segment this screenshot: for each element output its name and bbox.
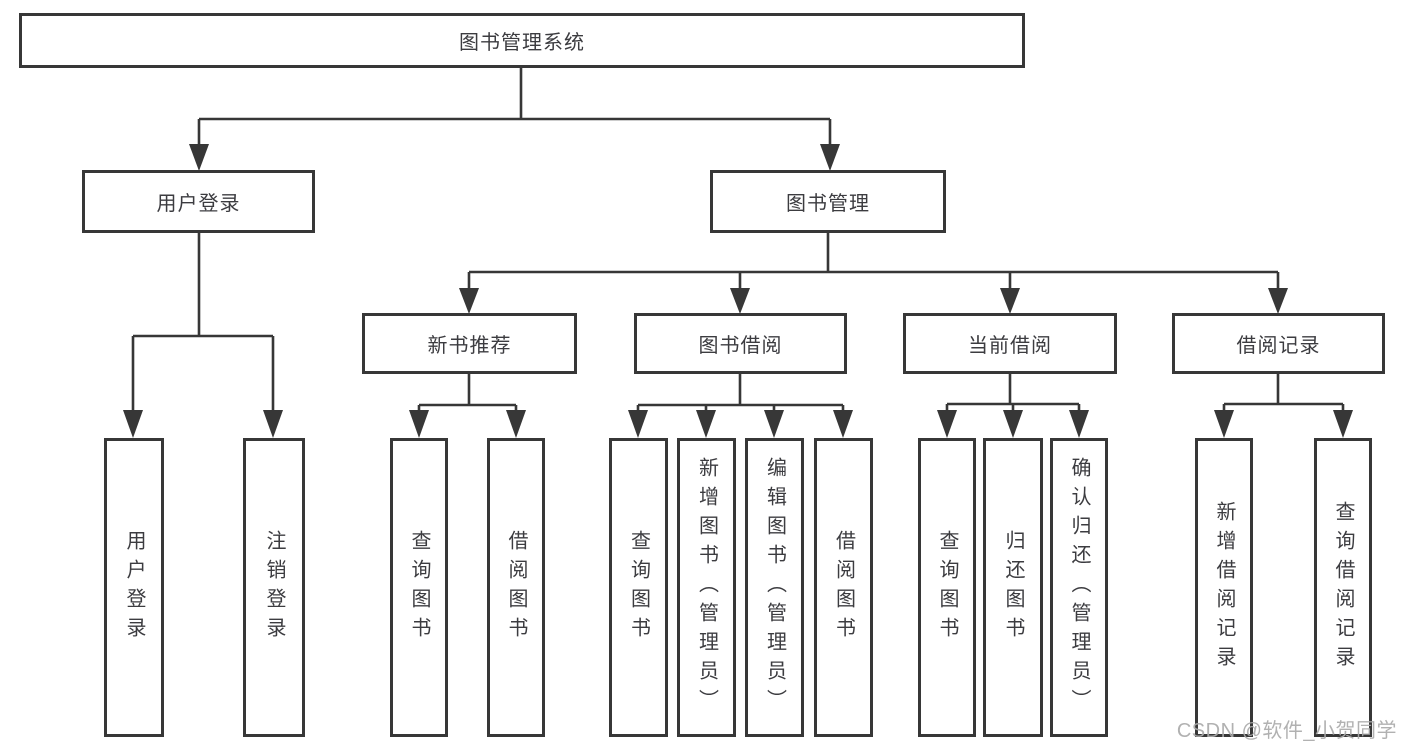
watermark: CSDN @软件_小贺同学 [1176, 720, 1397, 742]
leaf-borrow-books: 借阅图书 [814, 438, 873, 737]
branch-current-borrow [937, 374, 1089, 438]
leaf-query-books-borrow-label: 查询图书 [627, 529, 650, 646]
node-user-login: 用户登录 [82, 170, 315, 233]
branch-new-book-recommend [409, 374, 526, 438]
leaf-logout-label: 注销登录 [263, 529, 285, 646]
leaf-query-borrow-record-label: 查询借阅记录 [1332, 500, 1354, 675]
leaf-query-borrow-record: 查询借阅记录 [1314, 438, 1372, 737]
branch-book-management [459, 233, 1288, 314]
node-book-management-label: 图书管理 [786, 193, 870, 215]
leaf-edit-book-admin-label: 编辑图书（管理员） [763, 457, 786, 718]
leaf-confirm-return-admin-label: 确认归还（管理员） [1068, 457, 1090, 718]
leaf-borrow-books-label: 借阅图书 [832, 529, 855, 646]
node-book-management: 图书管理 [710, 170, 946, 233]
leaf-query-books-recommend: 查询图书 [390, 438, 448, 737]
leaf-user-login: 用户登录 [104, 438, 164, 737]
node-borrow-records: 借阅记录 [1172, 313, 1385, 374]
leaf-add-borrow-record: 新增借阅记录 [1195, 438, 1253, 737]
leaf-user-login-label: 用户登录 [123, 529, 145, 646]
leaf-borrow-books-recommend-label: 借阅图书 [505, 529, 527, 646]
node-book-borrow-label: 图书借阅 [698, 335, 783, 357]
node-book-borrow: 图书借阅 [634, 313, 847, 374]
node-root-label: 图书管理系统 [459, 32, 585, 54]
node-user-login-label: 用户登录 [156, 193, 241, 215]
leaf-edit-book-admin: 编辑图书（管理员） [745, 438, 804, 737]
leaf-query-books-borrow: 查询图书 [609, 438, 668, 737]
leaf-confirm-return-admin: 确认归还（管理员） [1050, 438, 1108, 737]
leaf-return-books-label: 归还图书 [1002, 529, 1024, 646]
leaf-query-books-current-label: 查询图书 [936, 529, 958, 646]
leaf-add-borrow-record-label: 新增借阅记录 [1213, 500, 1235, 675]
leaf-borrow-books-recommend: 借阅图书 [487, 438, 545, 737]
branch-book-borrow [628, 374, 853, 438]
node-new-book-recommend: 新书推荐 [362, 313, 577, 374]
branch-root-to-level2 [189, 68, 840, 171]
node-borrow-records-label: 借阅记录 [1236, 335, 1321, 357]
node-root: 图书管理系统 [19, 13, 1025, 68]
leaf-query-books-current: 查询图书 [918, 438, 976, 737]
leaf-logout: 注销登录 [243, 438, 305, 737]
leaf-add-book-admin: 新增图书（管理员） [677, 438, 736, 737]
leaf-return-books: 归还图书 [983, 438, 1043, 737]
node-current-borrow: 当前借阅 [903, 313, 1117, 374]
branch-user-login [123, 233, 283, 438]
leaf-add-book-admin-label: 新增图书（管理员） [695, 457, 718, 718]
branch-borrow-records [1214, 374, 1353, 438]
node-new-book-recommend-label: 新书推荐 [427, 335, 512, 357]
leaf-query-books-recommend-label: 查询图书 [408, 529, 430, 646]
node-current-borrow-label: 当前借阅 [968, 335, 1052, 357]
